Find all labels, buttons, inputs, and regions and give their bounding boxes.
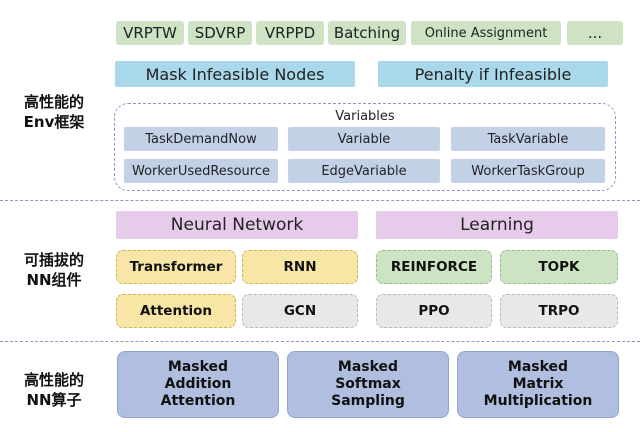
env-framework-label: 高性能的 Env框架 <box>6 86 102 138</box>
op-masked-addition-attention: Masked Addition Attention <box>117 351 279 418</box>
nn-operators-label-line1: 高性能的 <box>23 371 84 389</box>
nn-attention: Attention <box>116 294 236 328</box>
variable-task-variable: TaskVariable <box>451 127 605 151</box>
op2-line1: Masked <box>337 359 399 375</box>
layer-separator-2 <box>0 341 640 342</box>
penalty-if-infeasible: Penalty if Infeasible <box>378 61 608 87</box>
variable-variable: Variable <box>288 127 440 151</box>
nn-gcn: GCN <box>242 294 358 328</box>
learning-reinforce: REINFORCE <box>376 250 492 284</box>
nn-components-label-line1: 可插拔的 <box>23 251 84 269</box>
learning-topk: TOPK <box>500 250 618 284</box>
variable-edge-variable: EdgeVariable <box>288 159 440 183</box>
op-masked-matrix-multiplication: Masked Matrix Multiplication <box>457 351 619 418</box>
op1-line2: Addition <box>164 376 232 392</box>
nn-rnn: RNN <box>242 250 358 284</box>
env-label-line2: Env框架 <box>23 113 85 131</box>
learning-header: Learning <box>376 211 618 239</box>
variables-title: Variables <box>335 108 395 124</box>
problem-tag-more: ... <box>567 21 623 45</box>
problem-tag-vrptw: VRPTW <box>116 21 184 45</box>
variable-task-demand-now: TaskDemandNow <box>124 127 278 151</box>
op3-line1: Masked <box>507 359 569 375</box>
nn-components-label-line2: NN组件 <box>26 271 82 289</box>
op3-line2: Matrix <box>512 376 564 392</box>
op1-line3: Attention <box>160 393 236 409</box>
variable-worker-used-resource: WorkerUsedResource <box>124 159 278 183</box>
variable-worker-task-group: WorkerTaskGroup <box>451 159 605 183</box>
variables-container <box>114 103 616 191</box>
op2-line2: Softmax <box>335 376 401 392</box>
nn-components-label: 可插拔的 NN组件 <box>6 244 102 296</box>
op3-line3: Multiplication <box>483 393 593 409</box>
problem-tag-batching: Batching <box>328 21 406 45</box>
problem-tag-vrppd: VRPPD <box>256 21 324 45</box>
nn-operators-label-line2: NN算子 <box>26 391 82 409</box>
neural-network-header: Neural Network <box>116 211 358 239</box>
problem-tag-online-assignment: Online Assignment <box>411 21 561 45</box>
problem-tag-sdvrp: SDVRP <box>188 21 252 45</box>
env-label-line1: 高性能的 <box>23 93 84 111</box>
op-masked-softmax-sampling: Masked Softmax Sampling <box>287 351 449 418</box>
learning-trpo: TRPO <box>500 294 618 328</box>
mask-infeasible-nodes: Mask Infeasible Nodes <box>115 61 355 87</box>
nn-operators-label: 高性能的 NN算子 <box>6 364 102 416</box>
nn-transformer: Transformer <box>116 250 236 284</box>
op2-line3: Sampling <box>331 393 405 409</box>
learning-ppo: PPO <box>376 294 492 328</box>
layer-separator-1 <box>0 200 640 201</box>
op1-line1: Masked <box>167 359 229 375</box>
